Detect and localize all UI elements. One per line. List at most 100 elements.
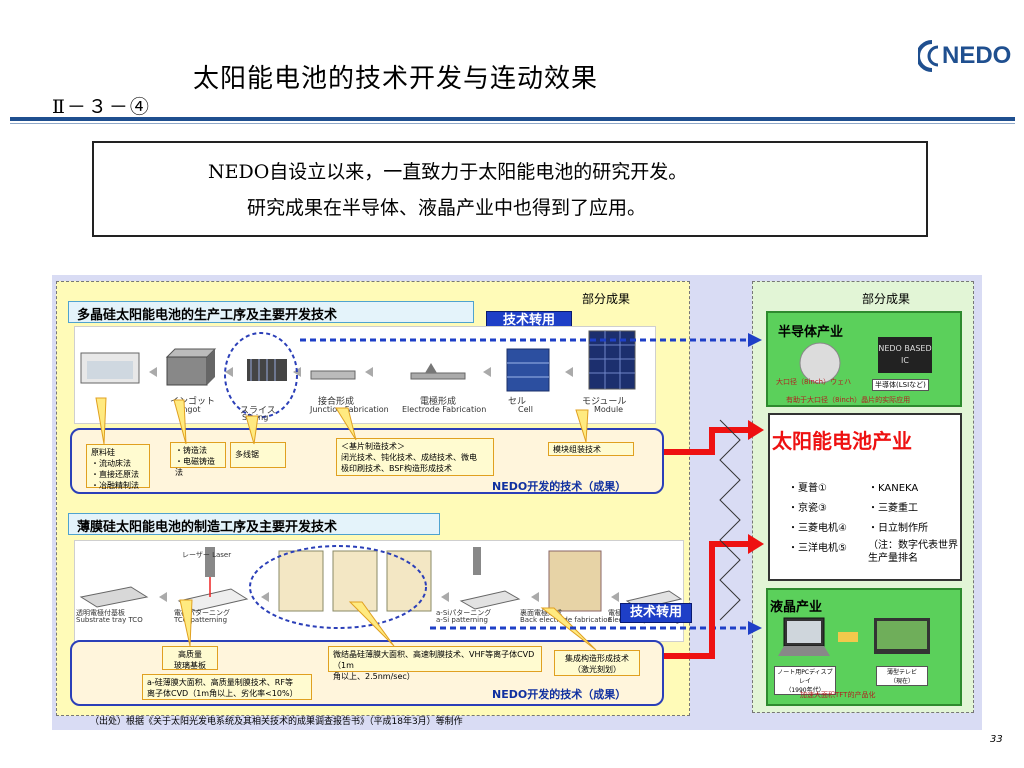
step-cell-jp: セル [508,397,527,407]
note-material-line: ・流动床法 [91,459,131,468]
step-ingot-jp: インゴット [170,397,216,407]
solar-industry-title: 太阳能电池产业 [772,429,912,453]
thin-step-1-en: Substrate tray TCO [76,616,143,624]
tv-icon [874,618,930,654]
logo-text: NEDO [942,42,1012,69]
note-integrated: 集成构造形成技术 （激光刻划） [554,650,640,676]
step-junction-en: Junction Fabrication [310,405,389,414]
arrow-head [748,621,762,635]
lcd-note: 加速大面积TFT的产品化 [800,691,876,699]
page-title: 太阳能电池的技术开发与连动效果 [193,64,599,94]
lcd-title: 液晶产业 [770,600,823,615]
note-asi-line: a-硅薄膜大面积、高质量制膜技术、RF等 [147,678,293,687]
poly-process-illustration [80,330,636,392]
poly-heading: 多晶硅太阳能电池的生产工序及主要开发技术 [68,301,474,323]
tv-caption: 薄型テレビ （現在） [876,666,928,686]
transition-arrow [838,632,858,642]
laser-label: レーザー Laser [182,551,232,559]
note-material-line: 原料硅 [91,448,115,457]
maker-item: ・三菱电机④ [788,523,847,534]
ranking-note: （注：数字代表世界生产量排名 [868,540,958,564]
note-material-line: ・直接还原法 [91,470,139,479]
solar-makers-col1: ・夏普① ・京瓷③ ・三菱电机④ ・三洋电机⑤ [788,479,847,559]
tv-caption-line: 薄型テレビ [886,669,917,676]
page-number: 33 [990,734,1003,745]
wafer-icon [799,342,841,384]
thin-step-1-jp: 透明電極付基板 [76,609,125,617]
note-asi-line: 离子体CVD（1m角以上、劣化率<10%） [147,689,298,698]
step-module-en: Module [594,405,624,414]
header-rule-thin [10,123,1015,124]
partial-results-label-right: 部分成果 [862,292,911,306]
poly-callout-lines [95,397,589,445]
thin-step-4-jp: 裏面電極形成 [520,609,562,617]
maker-item: ・三菱重工 [868,503,918,514]
note-cell-line: ＜基片制造技术＞ [341,442,405,451]
semiconductor-note: 有助于大口径（8inch）晶片的实际应用 [786,396,911,404]
message-line-1: NEDO自设立以来，一直致力于太阳能电池的研究开发。 [208,161,688,183]
solar-makers-col2: ・KANEKA ・三菱重工 ・日立制作所 （注：数字代表世界生产量排名 [868,479,960,565]
wafer-caption: 大口径（8inch）ウェハ [776,378,852,386]
note-micro-line: 角以上、2.5nm/sec） [333,672,415,681]
note-glass-line: 玻璃基板 [174,661,206,670]
tv-caption-line: （現在） [889,678,914,685]
chip-icon: NEDO BASED IC [878,337,932,373]
chip-text: NEDO BASED IC [878,344,932,365]
note-cell-line: 闭光技术、钝化技术、成结技术、微电 [341,453,477,462]
solar-industry-box: 太阳能电池产业 ・夏普① ・京瓷③ ・三菱电机④ ・三洋电机⑤ ・KANEKA … [768,413,962,581]
note-glass: 高质量 玻璃基板 [162,646,218,670]
section-number: Ⅱ－３－④ [52,96,151,118]
maker-item: ・日立制作所 [868,523,928,534]
poly-process-strip [74,326,656,424]
thin-nedo-results: NEDO开发的技术（成果） [492,688,627,701]
thin-step-3-en: a-Si patterning [436,616,488,624]
maker-item: ・夏普① [788,483,827,494]
note-integrated-line: （激光刻划） [573,665,621,674]
tech-transfer-label-2: 技术转用 [620,603,692,623]
chip-label: 半導体(LSIなど) [872,379,929,391]
note-saw: 多线锯 [230,442,286,468]
note-asi: a-硅薄膜大面积、高质量制膜技术、RF等 离子体CVD（1m角以上、劣化率<10… [142,674,312,700]
note-casting-line: ・铸造法 [175,446,207,455]
step-junction-jp: 接合形成 [318,397,355,407]
maker-item: ・京瓷③ [788,503,827,514]
slicing-highlight [224,332,298,418]
note-material: 原料硅 ・流动床法 ・直接还原法 ・冶融精制法 [86,444,150,490]
note-casting: ・铸造法 ・电磁铸造法 [170,442,226,477]
note-cell-tech: ＜基片制造技术＞ 闭光技术、钝化技术、成结技术、微电 极印刷技术、BSF构造形成… [336,438,494,476]
notebook-caption-line: （1990年代） [785,687,825,694]
partial-results-label: 部分成果 [582,292,631,306]
notebook-caption: ノート用PCディスプレイ （1990年代） [774,666,836,695]
thin-heading: 薄膜硅太阳能电池的制造工序及主要开发技术 [68,513,440,535]
maker-item: ・KANEKA [868,483,919,494]
message-line-2: 研究成果在半导体、液晶产业中也得到了应用。 [247,197,647,219]
note-micro: 微结晶硅薄膜大面积、高速制膜技术、VHF等离子体CVD（1m 角以上、2.5nm… [328,646,542,681]
maker-item: ・三洋电机⑤ [788,543,847,554]
message-box: NEDO自设立以来，一直致力于太阳能电池的研究开发。 研究成果在半导体、液晶产业… [92,141,928,237]
semiconductor-title: 半导体产业 [778,325,844,340]
step-electrode-en: Electrode Fabrication [402,405,487,414]
step-ingot-en: Ingot [180,405,201,414]
microcrystal-highlight [249,545,427,629]
note-casting-line: ・电磁铸造法 [175,457,215,477]
thin-step-2-jp: 電極パターニング [174,609,230,617]
lcd-box: 液晶产业 ノート用PCディスプレイ （1990年代） 薄型テレビ （現在） 加速… [766,588,962,706]
step-module-jp: モジュール [582,397,627,407]
semiconductor-box: 半导体产业 大口径（8inch）ウェハ NEDO BASED IC 半導体(LS… [766,311,962,407]
notebook-caption-line: ノート用PCディスプレイ [777,669,833,685]
step-cell-en: Cell [518,405,533,414]
thin-callout-lines [179,599,597,651]
thin-step-3-jp: a-Siパターニング [436,609,492,617]
note-glass-line: 高质量 [178,650,202,659]
nedo-logo: NEDO [916,36,1014,76]
step-electrode-jp: 電極形成 [420,397,457,407]
note-integrated-line: 集成构造形成技术 [565,654,629,663]
header-rule [10,117,1015,121]
notebook-icon [778,617,830,656]
arrow-head [748,333,762,347]
note-cell-line: 极印刷技术、BSF构造形成技术 [341,464,453,473]
thin-step-2-en: TCO patterning [174,616,228,624]
note-material-line: ・冶融精制法 [91,481,139,490]
poly-nedo-results: NEDO开发的技术（成果） [492,480,627,493]
